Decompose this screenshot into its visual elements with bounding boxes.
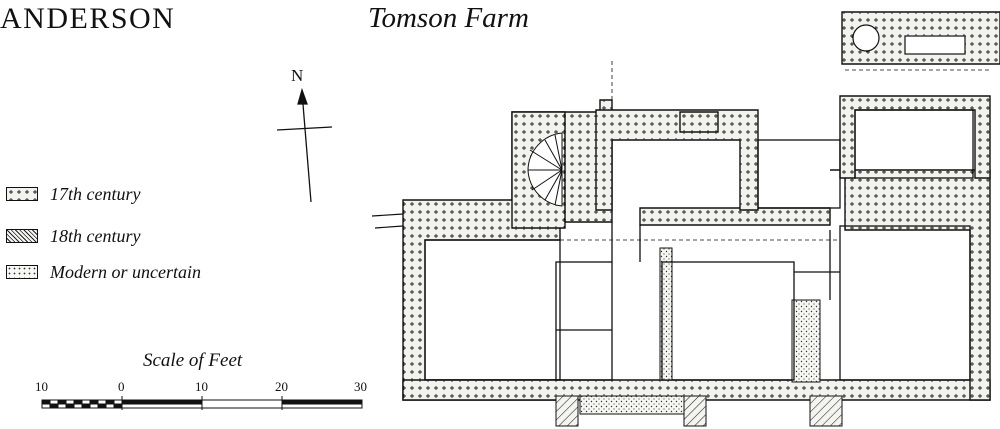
swatch-crosses-icon <box>6 187 38 201</box>
scale-tick-label: 10 <box>35 379 48 394</box>
scale-bar <box>41 396 363 410</box>
scale-tick-label: 30 <box>354 379 367 394</box>
legend-label: 17th century <box>50 183 141 204</box>
wall-modern-or-uncertain <box>579 247 821 415</box>
scale-title: Scale of Feet <box>143 350 243 371</box>
legend-item-18th-century: 18th century <box>6 226 140 246</box>
spiral-staircase <box>527 132 563 207</box>
dashed-lines <box>560 60 990 241</box>
swatch-stippled-icon <box>6 265 38 279</box>
interior-walls <box>424 109 974 381</box>
wall-18th-century <box>555 395 843 427</box>
legend-item-modern-or-uncertain: Modern or uncertain <box>6 262 201 282</box>
round-feature <box>852 24 966 55</box>
scale-tick-label: 20 <box>275 379 288 394</box>
legend-label: Modern or uncertain <box>50 261 201 282</box>
swatch-hatched-icon <box>6 229 38 243</box>
scale-tick-label: 10 <box>195 379 208 394</box>
compass-north-label: N <box>291 66 304 85</box>
farm-title: Tomson Farm <box>368 2 529 34</box>
entry-marks <box>371 213 404 229</box>
parish-title: ANDERSON <box>0 2 176 35</box>
legend-label: 18th century <box>50 225 141 246</box>
scale-tick-label: 0 <box>118 379 125 394</box>
legend-item-17th-century: 17th century <box>6 184 140 204</box>
compass-arrow <box>276 87 333 203</box>
